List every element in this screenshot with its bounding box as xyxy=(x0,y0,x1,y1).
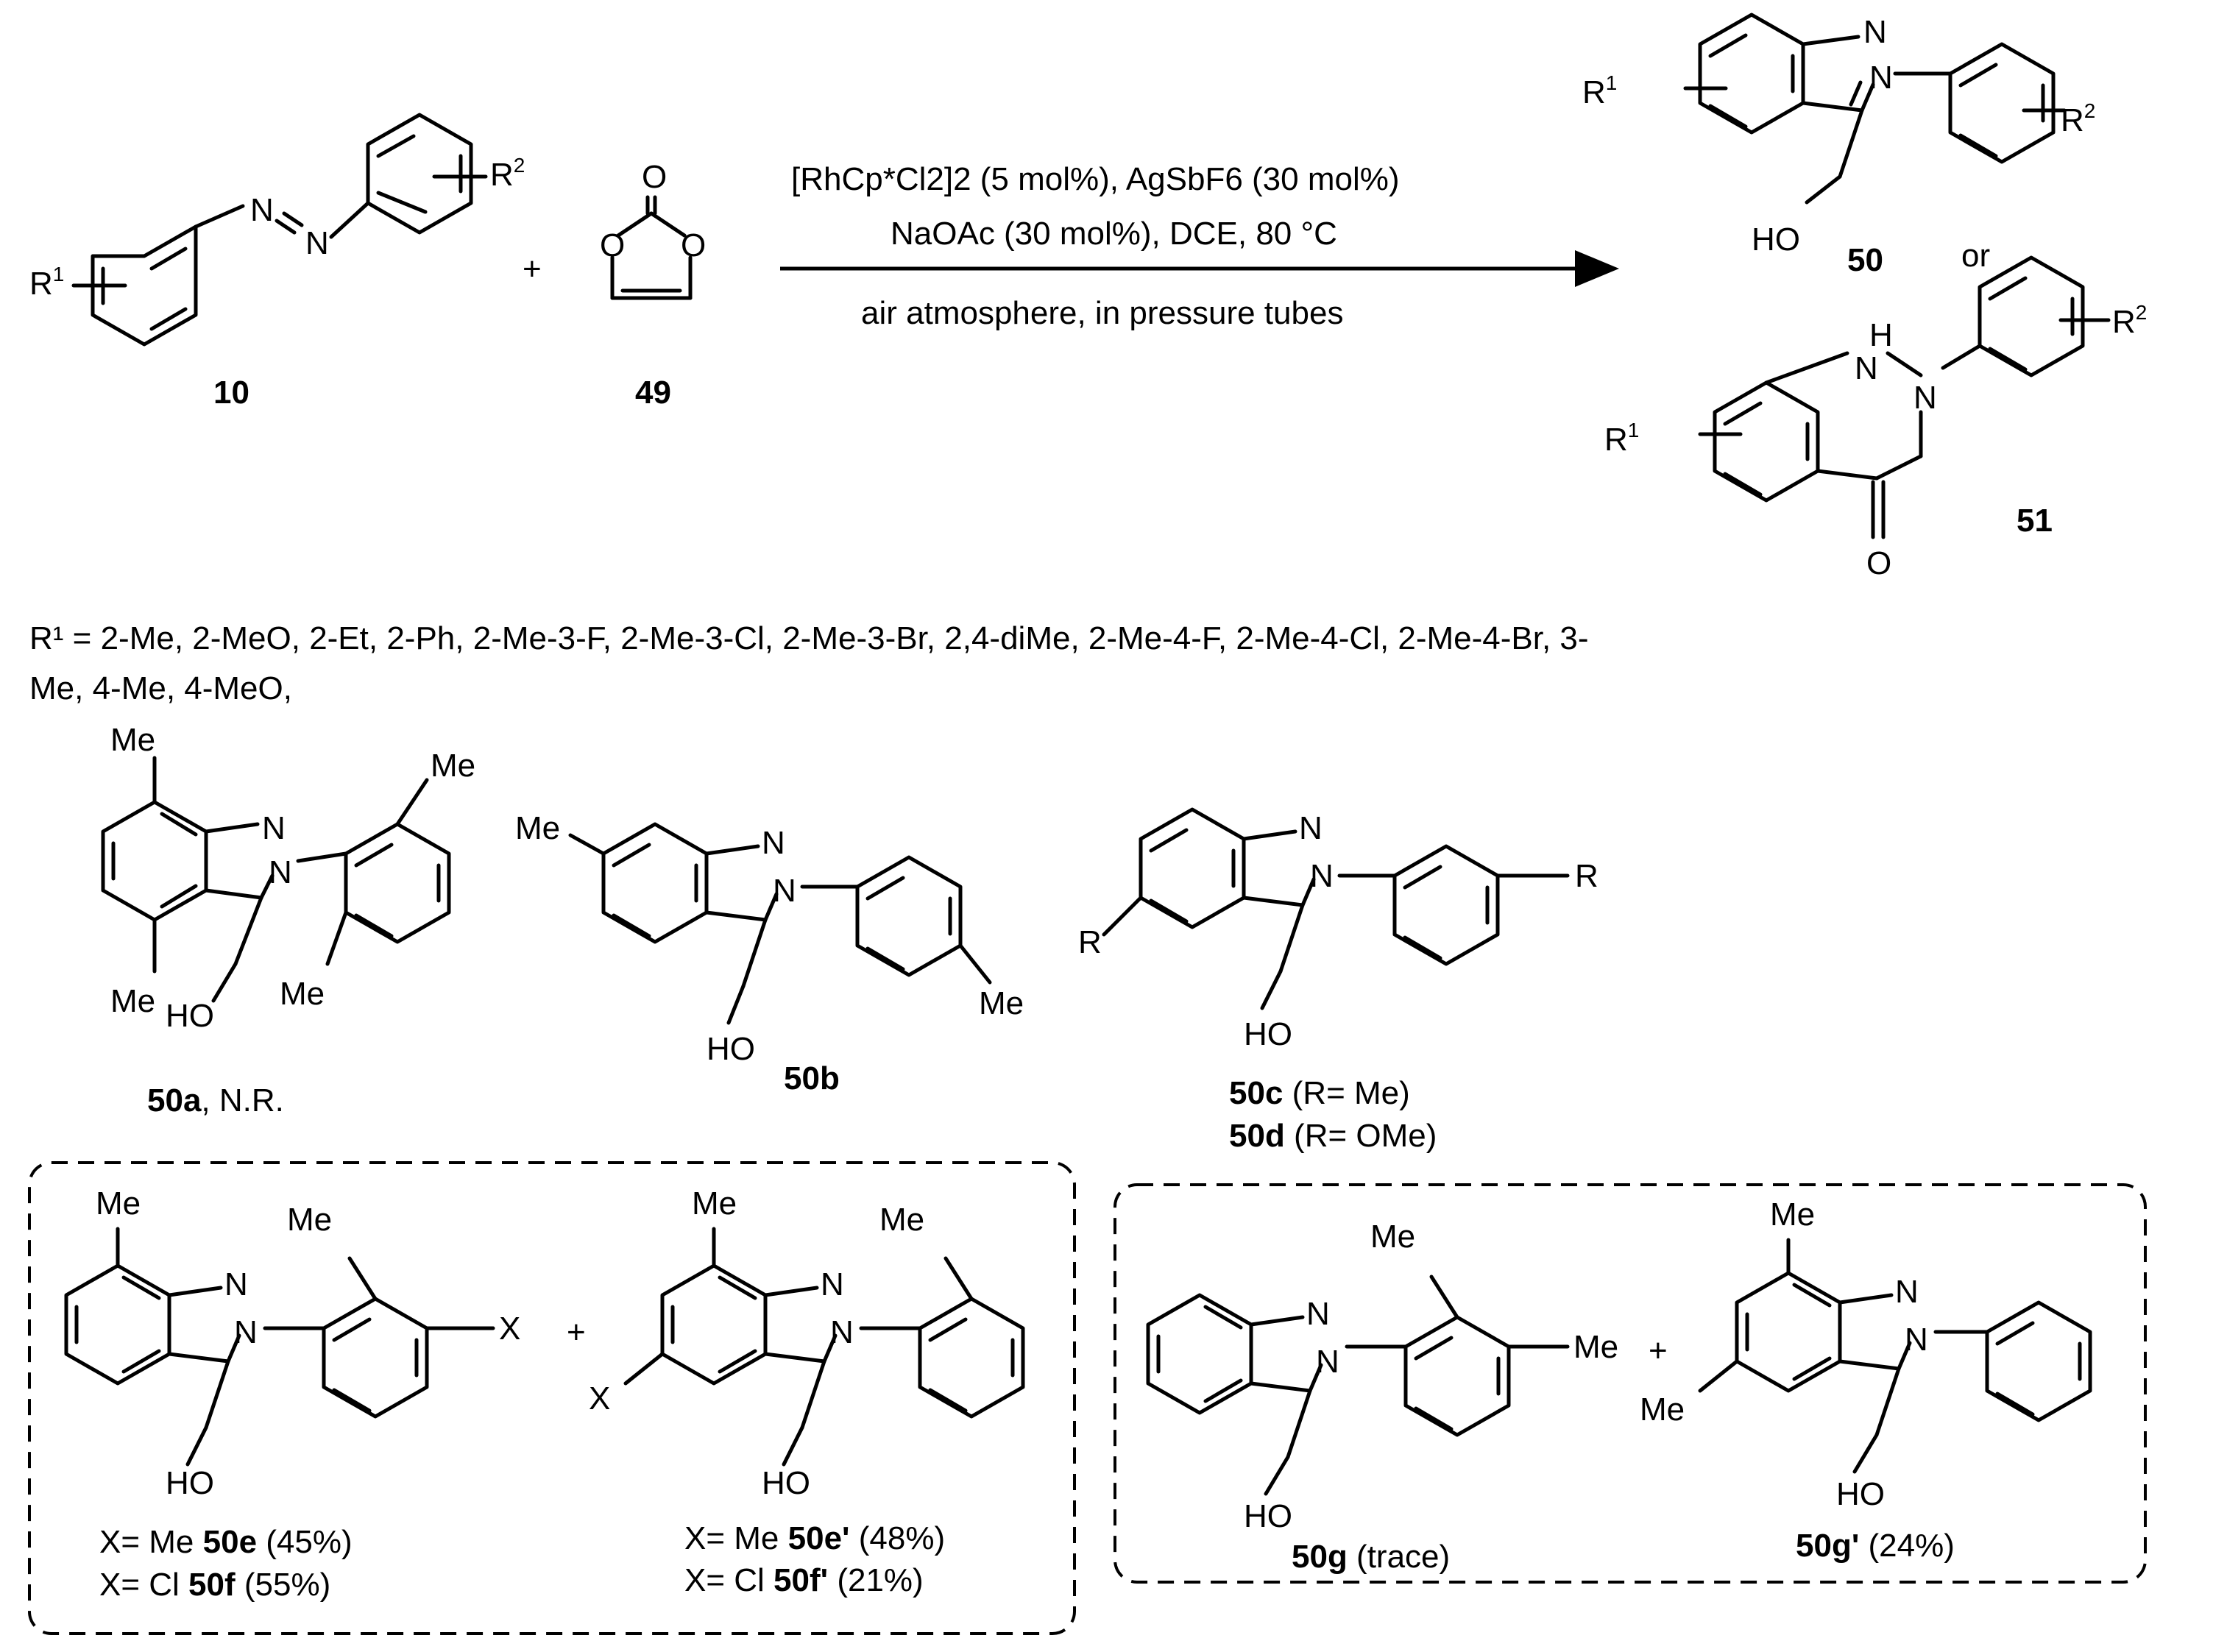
methyl-50e-1: Me xyxy=(96,1185,141,1222)
methyl-50g-2: Me xyxy=(1573,1329,1618,1365)
atom-n-50-1: N xyxy=(1863,14,1887,50)
cinnolinone-51-structure: H N N O R1 R2 xyxy=(1604,255,2147,581)
compound-label-50: 50 xyxy=(1847,242,1883,278)
atom-n-51-1: N xyxy=(1855,350,1878,386)
methyl-50e-prime-2: Me xyxy=(879,1202,924,1238)
atom-h-51: H xyxy=(1869,317,1893,353)
r1-scope-line-1: R¹ = 2-Me, 2-MeO, 2-Et, 2-Ph, 2-Me-3-F, … xyxy=(29,620,1589,656)
atom-n-1: N xyxy=(250,192,274,228)
r2-label-51: R2 xyxy=(2112,301,2147,340)
structure-50e-prime-50f-prime: Me Me N N X HO xyxy=(589,1185,1025,1501)
x-50e-prime: X xyxy=(589,1380,610,1417)
r-50c-1: R xyxy=(1078,924,1102,960)
conditions-line-1: [RhCp*Cl2]2 (5 mol%), AgSbF6 (30 mol%) xyxy=(791,161,1400,197)
atom-n-50b-1: N xyxy=(762,825,785,861)
atom-n-51-2: N xyxy=(1913,380,1937,416)
atom-n-50g-prime-1: N xyxy=(1895,1274,1919,1310)
atom-n-50e-1: N xyxy=(224,1266,248,1302)
atom-o-51: O xyxy=(1866,545,1891,581)
r1-label-51: R1 xyxy=(1604,419,1639,458)
atom-o-carbonyl: O xyxy=(642,159,667,195)
methyl-50b-1: Me xyxy=(515,810,560,846)
r-50c-2: R xyxy=(1575,858,1598,894)
r1-label: R1 xyxy=(29,263,64,302)
hydroxyl-50g-prime: HO xyxy=(1836,1476,1885,1512)
structure-50a: N N Me Me Me Me HO xyxy=(101,722,475,1034)
label-50d: 50d (R= OMe) xyxy=(1229,1118,1437,1154)
label-50e: X= Me 50e (45%) xyxy=(99,1524,353,1560)
structure-50g-prime: Me Me N N HO xyxy=(1640,1197,2092,1512)
label-50e-prime: X= Me 50e' (48%) xyxy=(684,1520,945,1556)
methyl-50g-1: Me xyxy=(1370,1219,1415,1255)
azobenzene-10-structure: N N R1 R2 xyxy=(29,113,525,347)
structure-50b: Me N N Me HO xyxy=(515,810,1024,1067)
label-50c: 50c (R= Me) xyxy=(1229,1075,1410,1111)
methyl-50g-prime-1: Me xyxy=(1770,1197,1815,1233)
r2-label: R2 xyxy=(490,154,525,193)
methyl-50a-2: Me xyxy=(110,983,155,1019)
compound-label-10: 10 xyxy=(213,375,249,411)
compound-label-51: 51 xyxy=(2017,503,2053,539)
methyl-50g-prime-2: Me xyxy=(1640,1392,1685,1428)
hydroxyl-50b: HO xyxy=(707,1031,755,1067)
hydroxyl-50a: HO xyxy=(166,998,214,1034)
atom-n-50e-2: N xyxy=(234,1314,258,1350)
label-50b: 50b xyxy=(784,1060,840,1096)
atom-n-50b-2: N xyxy=(773,873,796,909)
vinylene-carbonate-49-structure: O O O xyxy=(600,159,706,300)
indazole-50-structure: N N HO R1 R2 xyxy=(1582,13,2095,258)
conditions-line-2: NaOAc (30 mol%), DCE, 80 °C xyxy=(891,216,1337,252)
atom-o-ring-2: O xyxy=(681,227,706,263)
atom-n-50g-2: N xyxy=(1316,1344,1339,1380)
conditions-line-3: air atmosphere, in pressure tubes xyxy=(861,295,1343,331)
structure-50g: Me N N Me HO xyxy=(1146,1219,1618,1534)
or-label: or xyxy=(1961,238,1990,274)
structure-50e-50f: Me Me N N X HO xyxy=(64,1185,520,1501)
atom-n-50g-prime-2: N xyxy=(1905,1322,1928,1358)
r1-scope-line-2: Me, 4-Me, 4-MeO, xyxy=(29,670,292,706)
atom-o-ring-1: O xyxy=(600,227,625,263)
atom-n-2: N xyxy=(305,225,329,261)
methyl-50e-prime-1: Me xyxy=(692,1185,737,1222)
hydroxyl-50: HO xyxy=(1752,221,1800,258)
atom-n-50a-1: N xyxy=(262,810,286,846)
r2-label-50: R2 xyxy=(2061,99,2095,138)
label-50g-prime: 50g' (24%) xyxy=(1796,1528,1955,1564)
x-50e: X xyxy=(499,1311,520,1347)
hydroxyl-50c: HO xyxy=(1244,1016,1292,1052)
label-50f-prime: X= Cl 50f' (21%) xyxy=(684,1562,924,1598)
methyl-50a-3: Me xyxy=(431,748,475,784)
r1-label-50: R1 xyxy=(1582,71,1617,110)
dashed-box-50e-50f xyxy=(28,1161,1076,1635)
label-50g: 50g (trace) xyxy=(1292,1539,1450,1575)
atom-n-50e-prime-1: N xyxy=(821,1266,844,1302)
plus-box-1: + xyxy=(567,1314,586,1350)
methyl-50a-1: Me xyxy=(110,722,155,758)
dashed-box-50g xyxy=(1114,1183,2147,1584)
atom-n-50a-2: N xyxy=(269,854,292,890)
label-50f: X= Cl 50f (55%) xyxy=(99,1567,330,1603)
atom-n-50g-1: N xyxy=(1306,1296,1330,1332)
hydroxyl-50e: HO xyxy=(166,1465,214,1501)
atom-n-50c-2: N xyxy=(1310,858,1334,894)
label-50a: 50a, N.R. xyxy=(147,1082,284,1119)
structure-50c-50d: R R N N HO xyxy=(1078,807,1598,1052)
plus-sign: + xyxy=(523,251,542,287)
methyl-50a-4: Me xyxy=(280,976,325,1012)
atom-n-50e-prime-2: N xyxy=(830,1314,854,1350)
compound-label-49: 49 xyxy=(635,375,671,411)
hydroxyl-50e-prime: HO xyxy=(762,1465,810,1501)
plus-box-2: + xyxy=(1649,1333,1668,1369)
atom-n-50c-1: N xyxy=(1299,810,1323,846)
methyl-50b-2: Me xyxy=(979,985,1024,1021)
atom-n-50-2: N xyxy=(1869,60,1893,96)
methyl-50e-2: Me xyxy=(287,1202,332,1238)
hydroxyl-50g: HO xyxy=(1244,1498,1292,1534)
